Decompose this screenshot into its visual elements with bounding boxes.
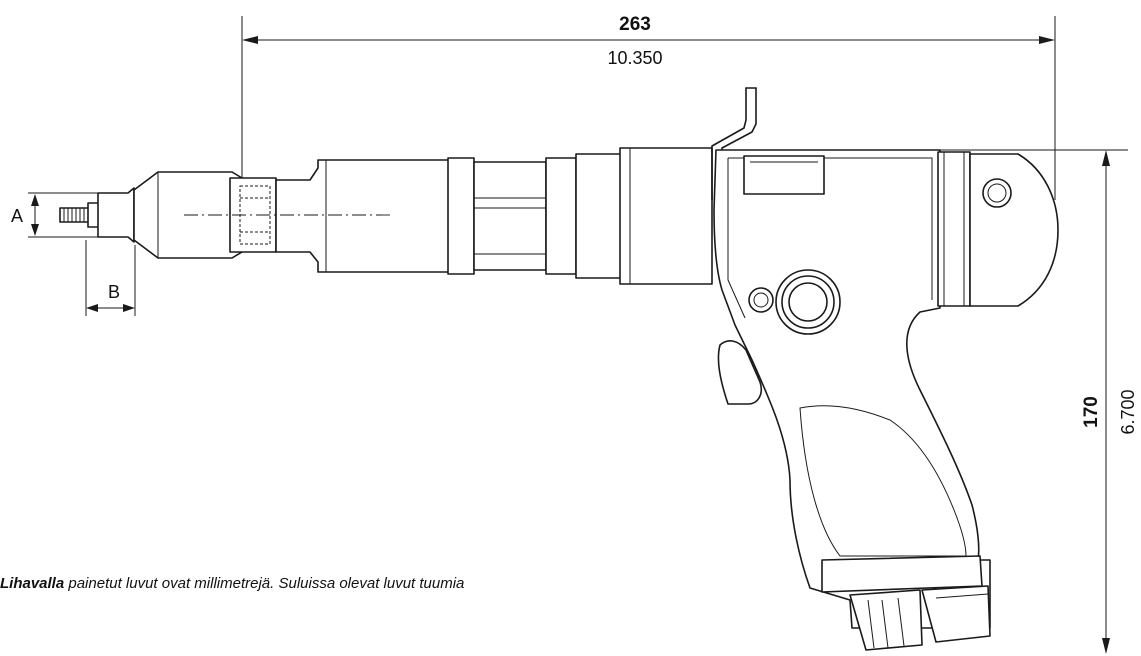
reverse-valve bbox=[748, 269, 841, 335]
dimension-b-label: B bbox=[108, 282, 120, 302]
overall-length-dimension: 263 10.350 bbox=[241, 14, 1056, 200]
dimension-b: B bbox=[85, 240, 136, 316]
tool-body bbox=[713, 149, 991, 629]
units-note-text: painetut luvut ovat millimetrejä. Suluis… bbox=[64, 575, 465, 592]
dimension-a: A bbox=[11, 192, 98, 238]
barrel bbox=[275, 147, 713, 285]
overall-length-mm: 263 bbox=[619, 14, 651, 35]
height-mm: 170 bbox=[1081, 396, 1102, 428]
height-inch: 6.700 bbox=[1118, 389, 1138, 434]
rear-housing bbox=[937, 151, 1059, 307]
grip-contour bbox=[799, 405, 967, 557]
height-dimension: 170 6.700 bbox=[900, 149, 1138, 654]
overall-length-inch: 10.350 bbox=[607, 48, 662, 68]
dimension-a-label: A bbox=[11, 206, 23, 226]
handle-base bbox=[821, 555, 983, 593]
units-note-bold: Lihavalla bbox=[0, 575, 65, 592]
air-inlet-fitting bbox=[849, 585, 991, 651]
units-note: Lihavalla painetut luvut ovat millimetre… bbox=[0, 575, 464, 592]
trigger bbox=[717, 340, 763, 405]
